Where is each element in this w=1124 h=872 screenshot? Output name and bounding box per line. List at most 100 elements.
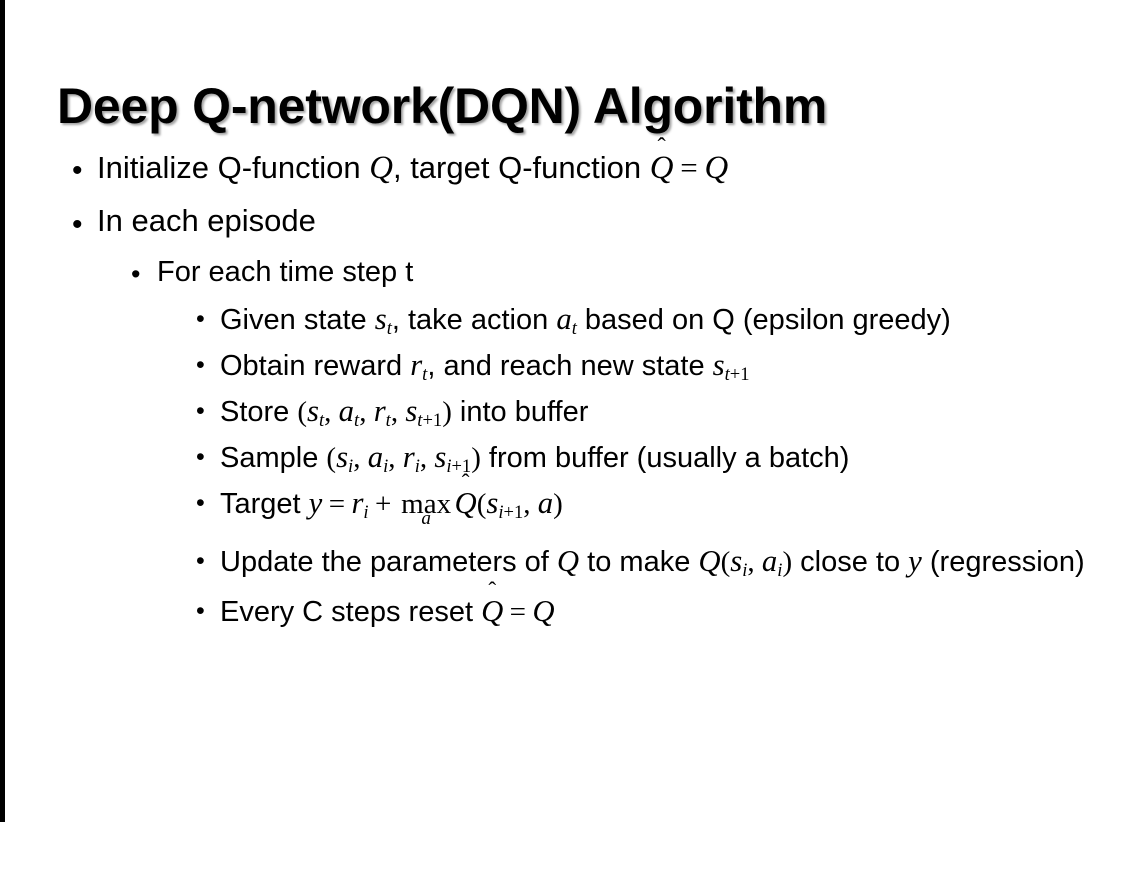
list-item: • Every C steps reset ̂Q=Q	[0, 592, 1124, 632]
list-item-text: Every C steps reset ̂Q=Q	[220, 592, 1124, 632]
math-subscript: t	[385, 410, 391, 432]
text-run: based on Q (epsilon greedy)	[576, 304, 951, 337]
text-run: Update the parameters of	[220, 545, 557, 578]
list-item-text: Obtain reward rt, and reach new state st…	[220, 346, 1124, 386]
list-item-text: Sample (si, ai, ri, si+1) from buffer (u…	[220, 438, 1124, 478]
text-run: , take action	[391, 304, 557, 337]
math-var-q-base: Q	[649, 150, 674, 186]
math-var-q-hat: ̂Q	[455, 484, 477, 524]
text-run: into buffer	[451, 395, 589, 428]
list-item-text: In each episode	[97, 203, 316, 239]
math-var-q-hat: ̂Q	[650, 148, 674, 189]
math-var-a: a	[537, 485, 554, 520]
math-var-r: r	[402, 439, 415, 474]
math-subscript-var: t	[724, 364, 730, 386]
bullet-dot-icon: •	[196, 305, 205, 334]
math-var-y: y	[908, 543, 922, 578]
list-item: • Update the parameters of Q to make Q(s…	[0, 542, 1124, 582]
math-subscript: i+1	[498, 502, 523, 523]
text-run: Given state	[220, 304, 375, 337]
math-paren-close: )	[553, 487, 563, 520]
bullet-dot-icon: •	[196, 351, 205, 380]
math-paren-open: (	[297, 395, 308, 428]
list-item: • Store (st, at, rt, st+1) into buffer	[0, 392, 1124, 432]
list-item-text: Store (st, at, rt, st+1) into buffer	[220, 392, 1124, 432]
math-subscript: t	[571, 318, 577, 340]
math-var-q: Q	[556, 543, 580, 578]
math-var-r: r	[410, 348, 423, 383]
math-var-s: s	[486, 485, 499, 520]
math-var-q: Q	[698, 543, 721, 578]
math-subscript: t	[422, 364, 428, 386]
list-item-text: Given state st, take action at based on …	[220, 300, 1124, 340]
math-paren-close: )	[442, 395, 452, 428]
math-var-q-hat: ̂Q	[481, 592, 503, 632]
text-run: Obtain reward	[220, 350, 411, 383]
math-paren-open: (	[720, 545, 731, 578]
math-var-s: s	[730, 543, 743, 578]
math-var-q: Q	[704, 150, 729, 186]
list-item-text: Update the parameters of Q to make Q(si,…	[220, 542, 1124, 582]
math-var-s: s	[336, 439, 349, 474]
bullet-list: • Initialize Q-function Q, target Q-func…	[0, 148, 1124, 638]
math-operator-plus: +	[374, 487, 392, 520]
math-comma: ,	[747, 545, 762, 578]
text-run: Sample	[220, 441, 327, 474]
math-subscript-offset: +1	[451, 456, 472, 478]
math-subscript-var: t	[417, 410, 423, 432]
math-operator-equals: =	[509, 595, 527, 628]
math-comma: ,	[419, 441, 435, 474]
math-var-a: a	[761, 543, 778, 578]
text-run: Every C steps reset	[220, 595, 482, 628]
bullet-dot-icon: •	[196, 488, 205, 517]
math-subscript: i	[742, 560, 748, 582]
bullet-dot-icon: •	[72, 154, 83, 187]
math-var-a: a	[556, 302, 572, 337]
bullet-dot-icon: •	[196, 596, 205, 625]
math-subscript: i	[348, 456, 354, 478]
list-item: • Sample (si, ai, ri, si+1) from buffer …	[0, 438, 1124, 478]
list-item: • Given state st, take action at based o…	[0, 300, 1124, 340]
math-subscript: t	[386, 318, 392, 340]
math-subscript: t+1	[417, 410, 442, 431]
math-var-q-base: Q	[481, 593, 504, 628]
math-var-s: s	[307, 393, 320, 428]
math-operator-equals: =	[328, 487, 346, 520]
math-subscript-offset: +1	[422, 410, 443, 432]
math-max-label: max	[401, 487, 452, 520]
bullet-dot-icon: •	[72, 208, 83, 242]
math-comma: ,	[390, 395, 406, 428]
math-subscript-var: i	[498, 502, 504, 524]
list-item: • In each episode	[0, 202, 1124, 241]
list-item: • For each time step t	[0, 254, 1124, 290]
math-var-a: a	[338, 393, 355, 428]
text-run: from buffer (usually a batch)	[480, 441, 850, 474]
math-comma: ,	[353, 441, 368, 474]
math-subscript-offset: +1	[503, 502, 524, 524]
bullet-dot-icon: •	[196, 546, 205, 575]
math-subscript: t	[354, 410, 360, 432]
math-var-y: y	[308, 485, 323, 520]
left-edge-bar	[0, 0, 5, 822]
list-item-text: For each time step t	[157, 255, 414, 288]
list-item-text: Target y=ri+maxâQ(si+1, a)	[220, 484, 1124, 528]
bullet-dot-icon: •	[196, 442, 205, 471]
math-comma: ,	[359, 395, 374, 428]
math-subscript: i	[383, 456, 389, 478]
list-item-text: Initialize Q-function Q, target Q-functi…	[97, 148, 1124, 189]
math-var-r: r	[351, 485, 364, 520]
math-comma: ,	[523, 487, 538, 520]
bullet-dot-icon: •	[196, 396, 205, 425]
math-max-limit: a	[421, 508, 431, 529]
math-var-s: s	[712, 348, 725, 383]
math-subscript: i+1	[446, 456, 471, 477]
math-subscript-var: i	[446, 456, 452, 478]
math-subscript-offset: +1	[729, 364, 750, 386]
math-var-r: r	[373, 393, 386, 428]
math-paren-open: (	[476, 487, 487, 520]
math-var-a: a	[367, 439, 384, 474]
text-run: Initialize Q-function	[97, 150, 370, 185]
text-run: to make	[579, 545, 699, 578]
math-subscript: i	[414, 456, 420, 478]
